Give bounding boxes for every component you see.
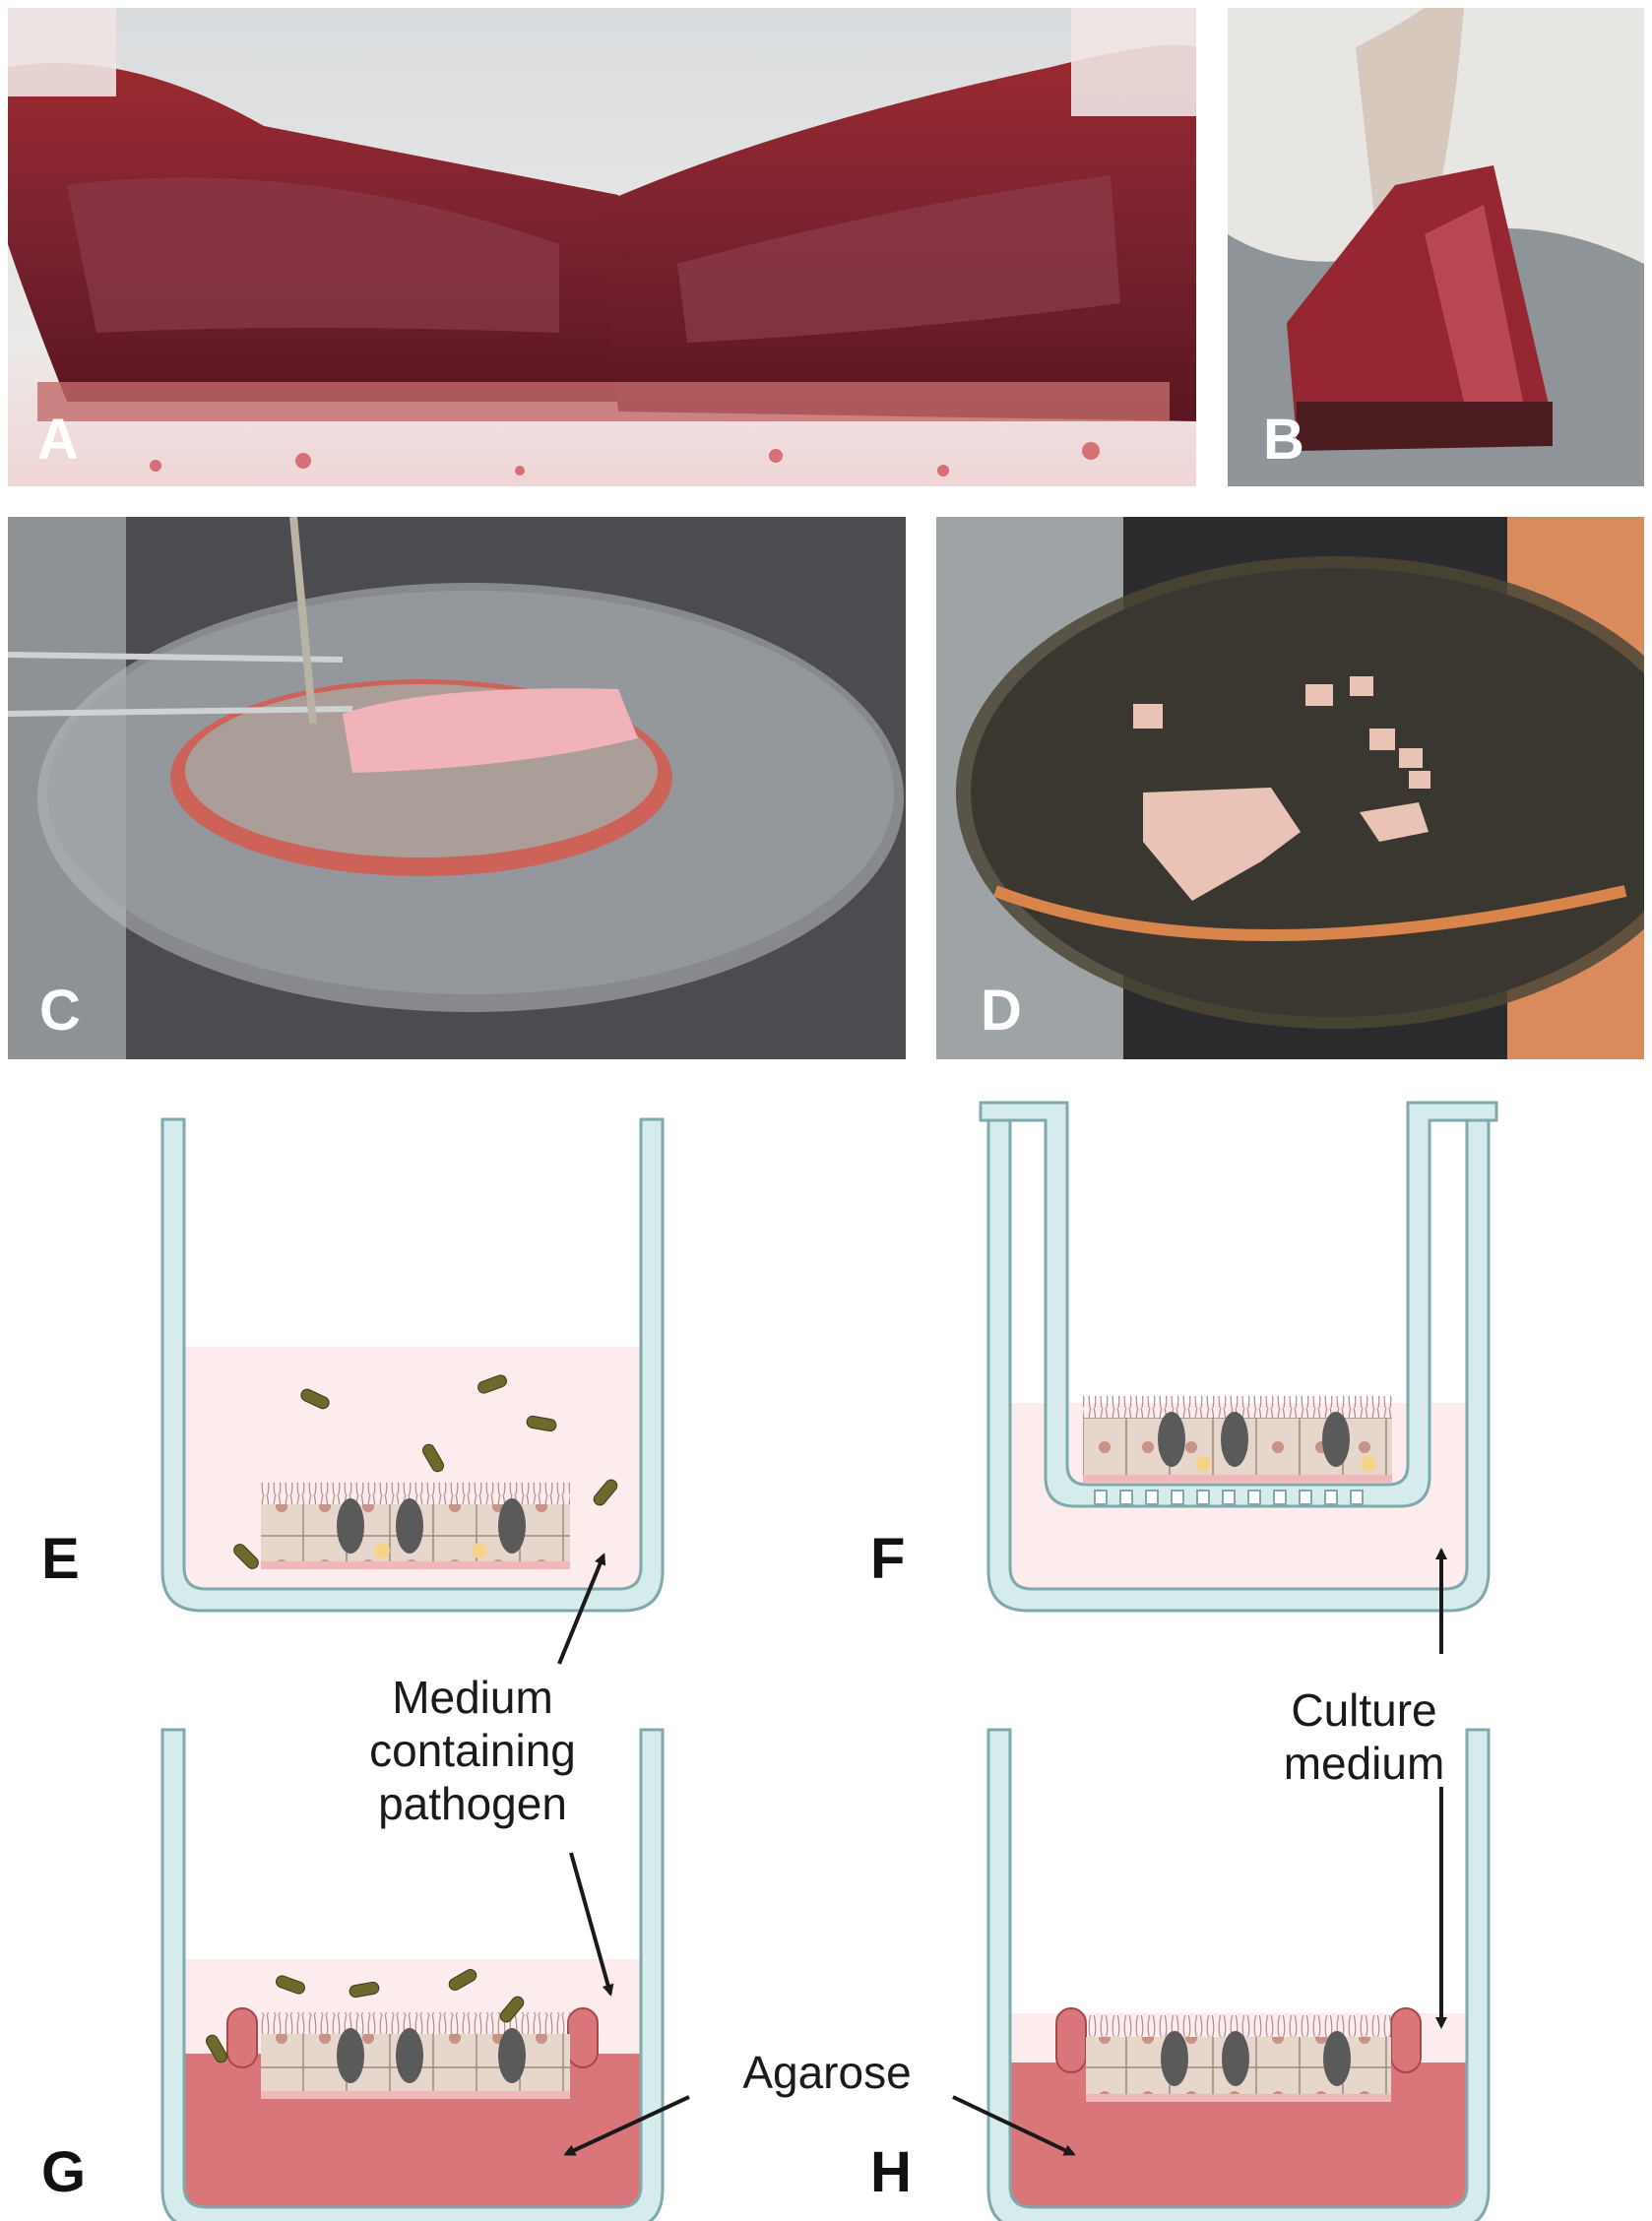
- arrow-medium-to-g: [569, 1852, 614, 1997]
- panel-label-h: H: [870, 2140, 912, 2204]
- arrow-medium-to-e: [557, 1553, 606, 1665]
- photo-panel-c: [8, 517, 906, 1059]
- arrows: [557, 1548, 1447, 2156]
- label-medium-line1: Medium: [392, 1672, 553, 1723]
- epithelium-h: [1086, 2015, 1391, 2102]
- panel-label-f: F: [870, 1527, 906, 1591]
- arrow-agarose-to-h: [952, 2095, 1076, 2156]
- well-f: [979, 1101, 1498, 1613]
- well-g: [160, 1728, 665, 2221]
- epithelium-e: [261, 1483, 570, 1569]
- epithelium-g: [261, 2012, 570, 2099]
- photo-panel-b: [1228, 8, 1644, 486]
- well-wall-h: [986, 1728, 1491, 2221]
- panel-label-a: A: [37, 408, 79, 472]
- label-medium-line3: pathogen: [378, 1778, 567, 1829]
- transwell-insert: [979, 1101, 1498, 1508]
- well-h: [986, 1728, 1491, 2221]
- panel-label-e: E: [41, 1527, 80, 1591]
- label-culture-line2: medium: [1283, 1738, 1445, 1789]
- epithelium-f: [1083, 1396, 1392, 1483]
- well-wall-e: [160, 1117, 665, 1613]
- bacteria-e: [233, 1374, 618, 1569]
- panel-label-d: D: [981, 979, 1022, 1043]
- label-medium-line2: containing: [369, 1725, 576, 1776]
- arrow-agarose-to-g: [563, 2095, 690, 2156]
- label-medium-containing-pathogen: Medium containing pathogen: [325, 1671, 620, 1830]
- membrane-pores: [1094, 1490, 1364, 1505]
- bacteria-g: [206, 1969, 525, 2063]
- panel-label-g: G: [41, 2140, 87, 2204]
- label-agarose: Agarose: [742, 2047, 912, 2098]
- panel-label-b: B: [1263, 408, 1304, 472]
- photo-panel-d: [936, 517, 1644, 1059]
- well-wall-g: [160, 1728, 665, 2221]
- label-culture-medium: Culture medium: [1234, 1683, 1494, 1790]
- well-e: [160, 1117, 665, 1613]
- photo-panel-a: [8, 8, 1196, 486]
- panel-label-c: C: [39, 979, 81, 1043]
- label-culture-line1: Culture: [1291, 1684, 1437, 1736]
